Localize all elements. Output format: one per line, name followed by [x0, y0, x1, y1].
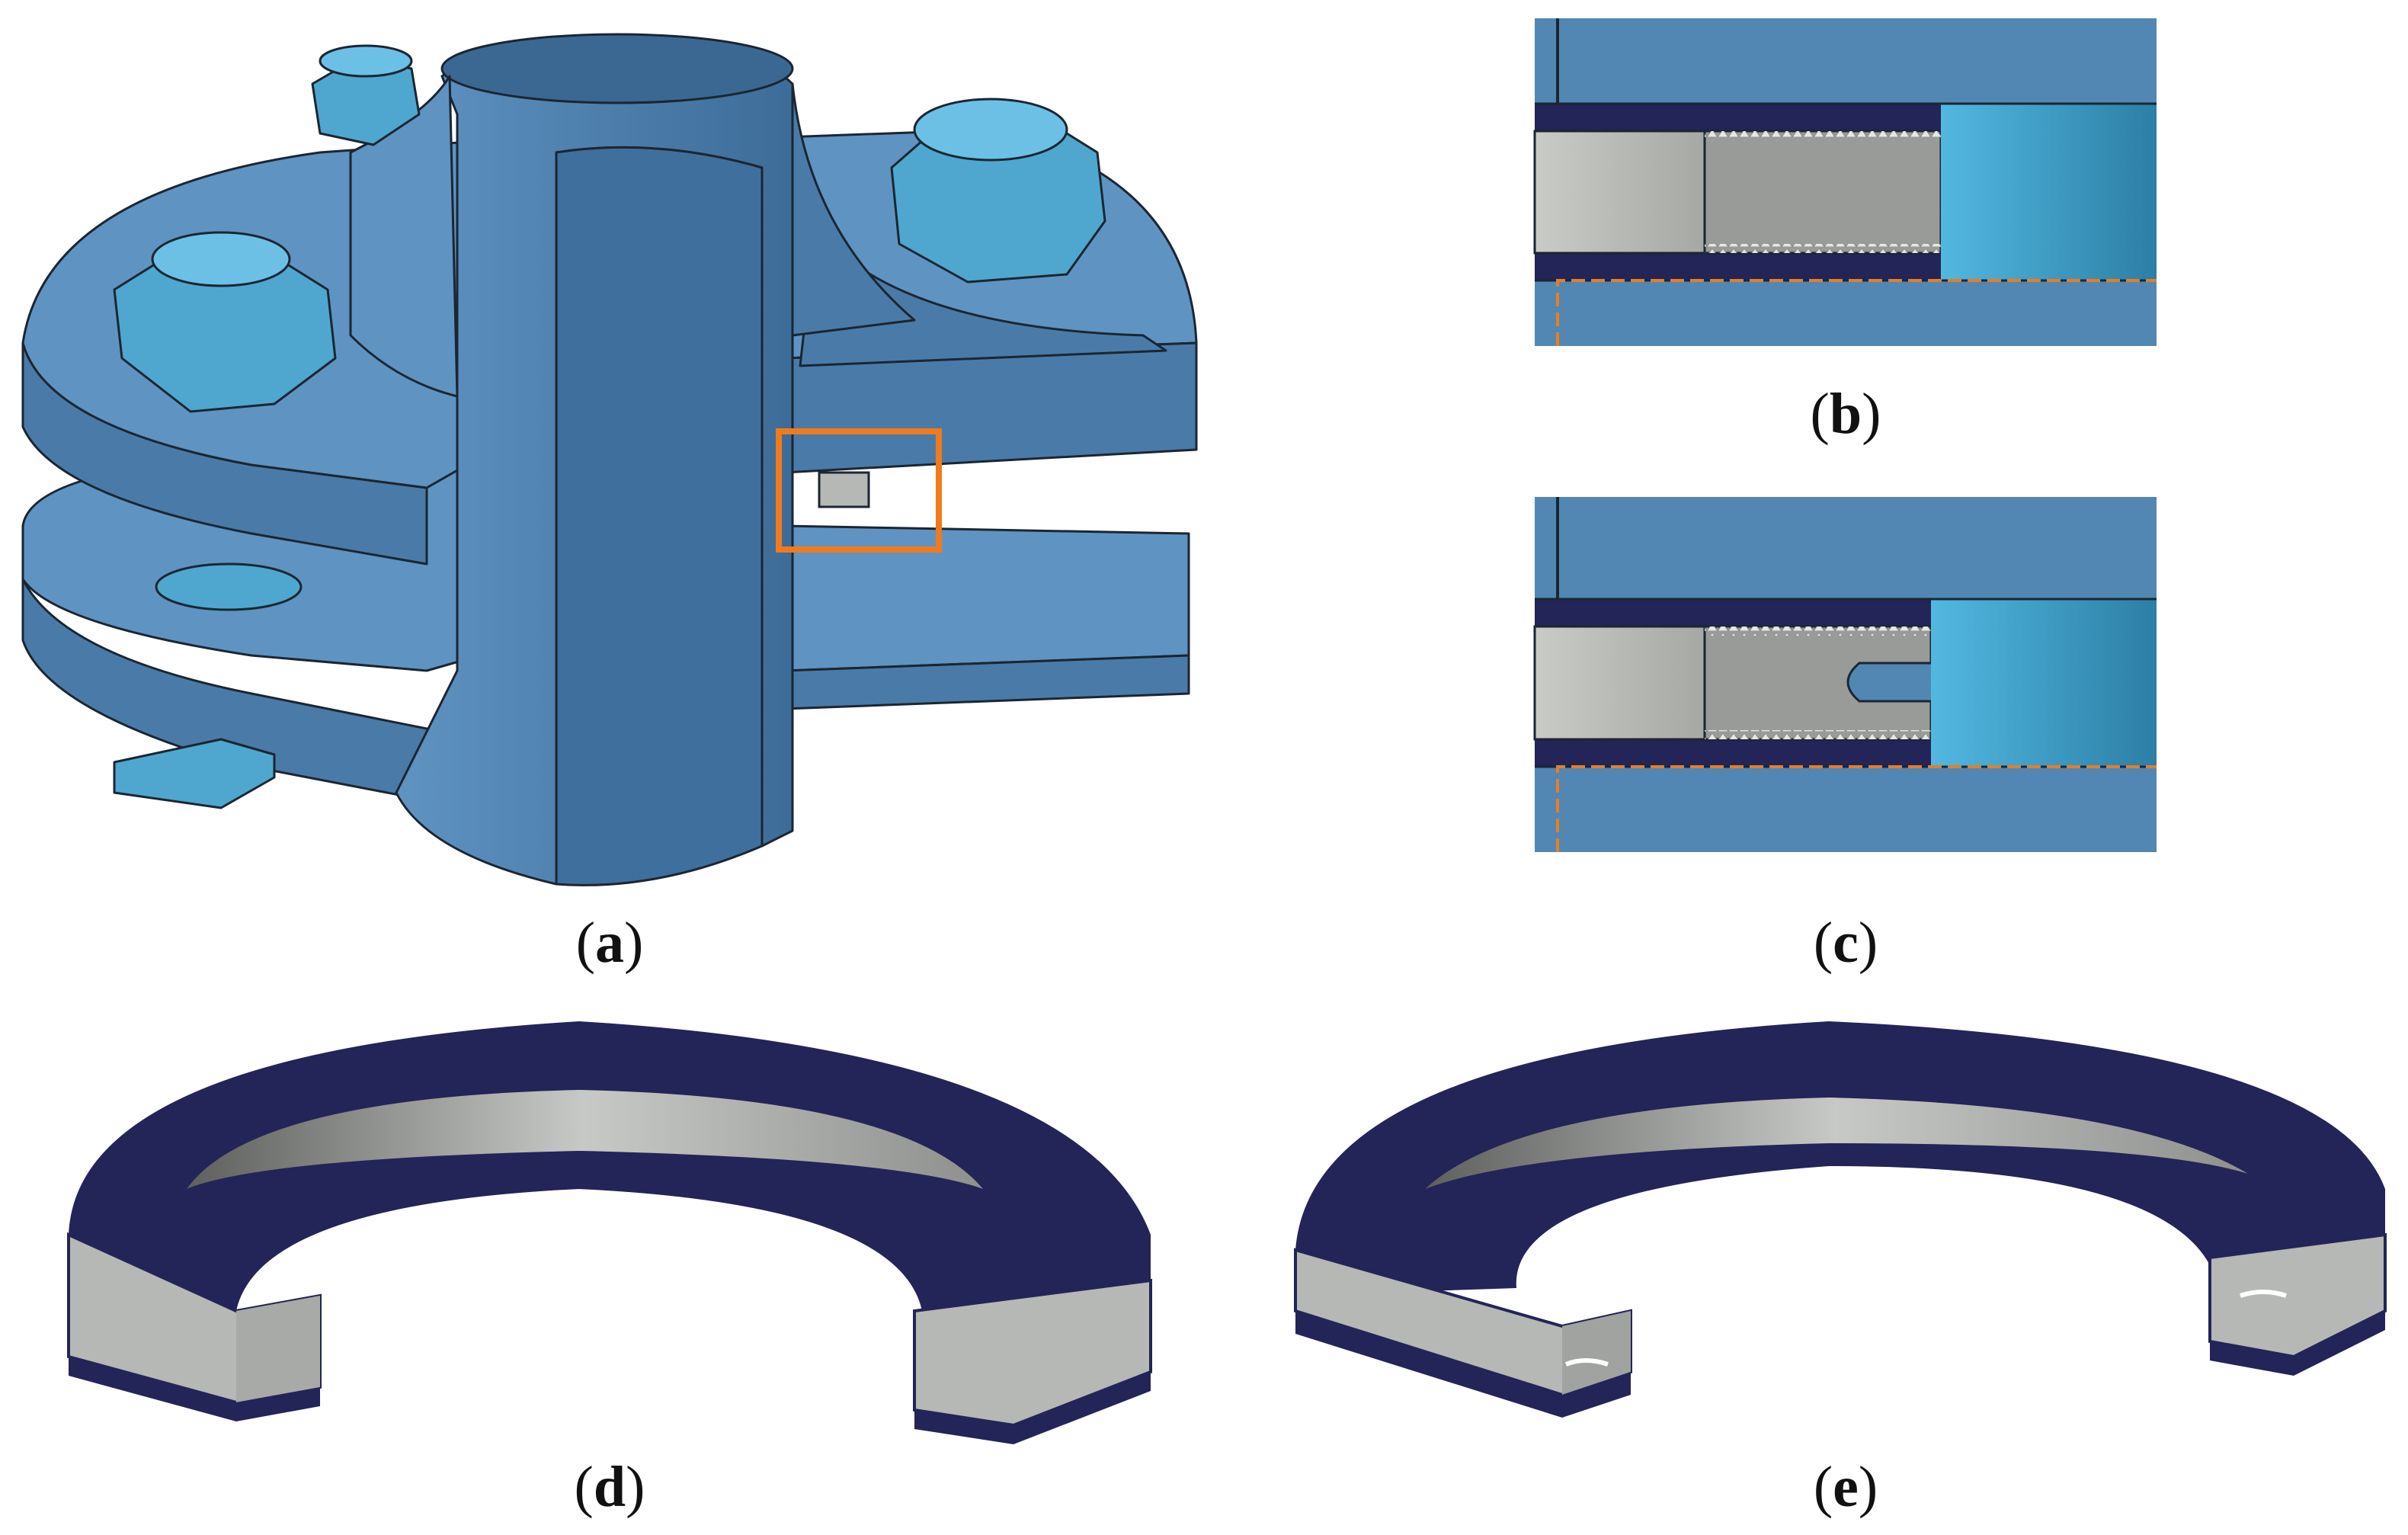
filler-b	[1703, 130, 1942, 255]
detail-highlight-box	[776, 428, 942, 553]
panel-d-gasket-ring	[67, 1021, 1152, 1444]
gasket-core-b	[1533, 130, 1706, 255]
panel-c-cross-section	[1533, 497, 2157, 852]
pipe-cutaway	[349, 33, 916, 886]
caption-a: (a)	[576, 911, 644, 975]
bolt-front-left	[113, 231, 337, 413]
dashed-boundary-b	[1556, 279, 2157, 346]
panel-e-notched-gasket-ring	[1294, 1021, 2387, 1418]
bolt-right	[890, 98, 1106, 284]
fluid-region-b	[1941, 104, 2157, 280]
ring-top-face-d	[69, 1021, 1151, 1311]
bolt-top-left	[311, 44, 421, 146]
caption-d: (d)	[575, 1455, 645, 1519]
caption-c: (c)	[1814, 911, 1878, 975]
ring-top-face-e	[1295, 1021, 2385, 1296]
fluid-region-c	[1931, 599, 2157, 767]
ring-inner-wall-d	[187, 1090, 983, 1189]
bolt-bottom	[113, 738, 276, 809]
gasket-core-c	[1533, 625, 1706, 741]
bolt-hole	[155, 562, 303, 611]
panel-a-flange-assembly	[21, 33, 1198, 886]
panel-b-cross-section	[1533, 18, 2157, 346]
ring-inner-wall-e	[1425, 1098, 2248, 1189]
caption-e: (e)	[1814, 1455, 1878, 1519]
caption-b: (b)	[1811, 382, 1881, 446]
dashed-boundary-c	[1556, 765, 2157, 852]
